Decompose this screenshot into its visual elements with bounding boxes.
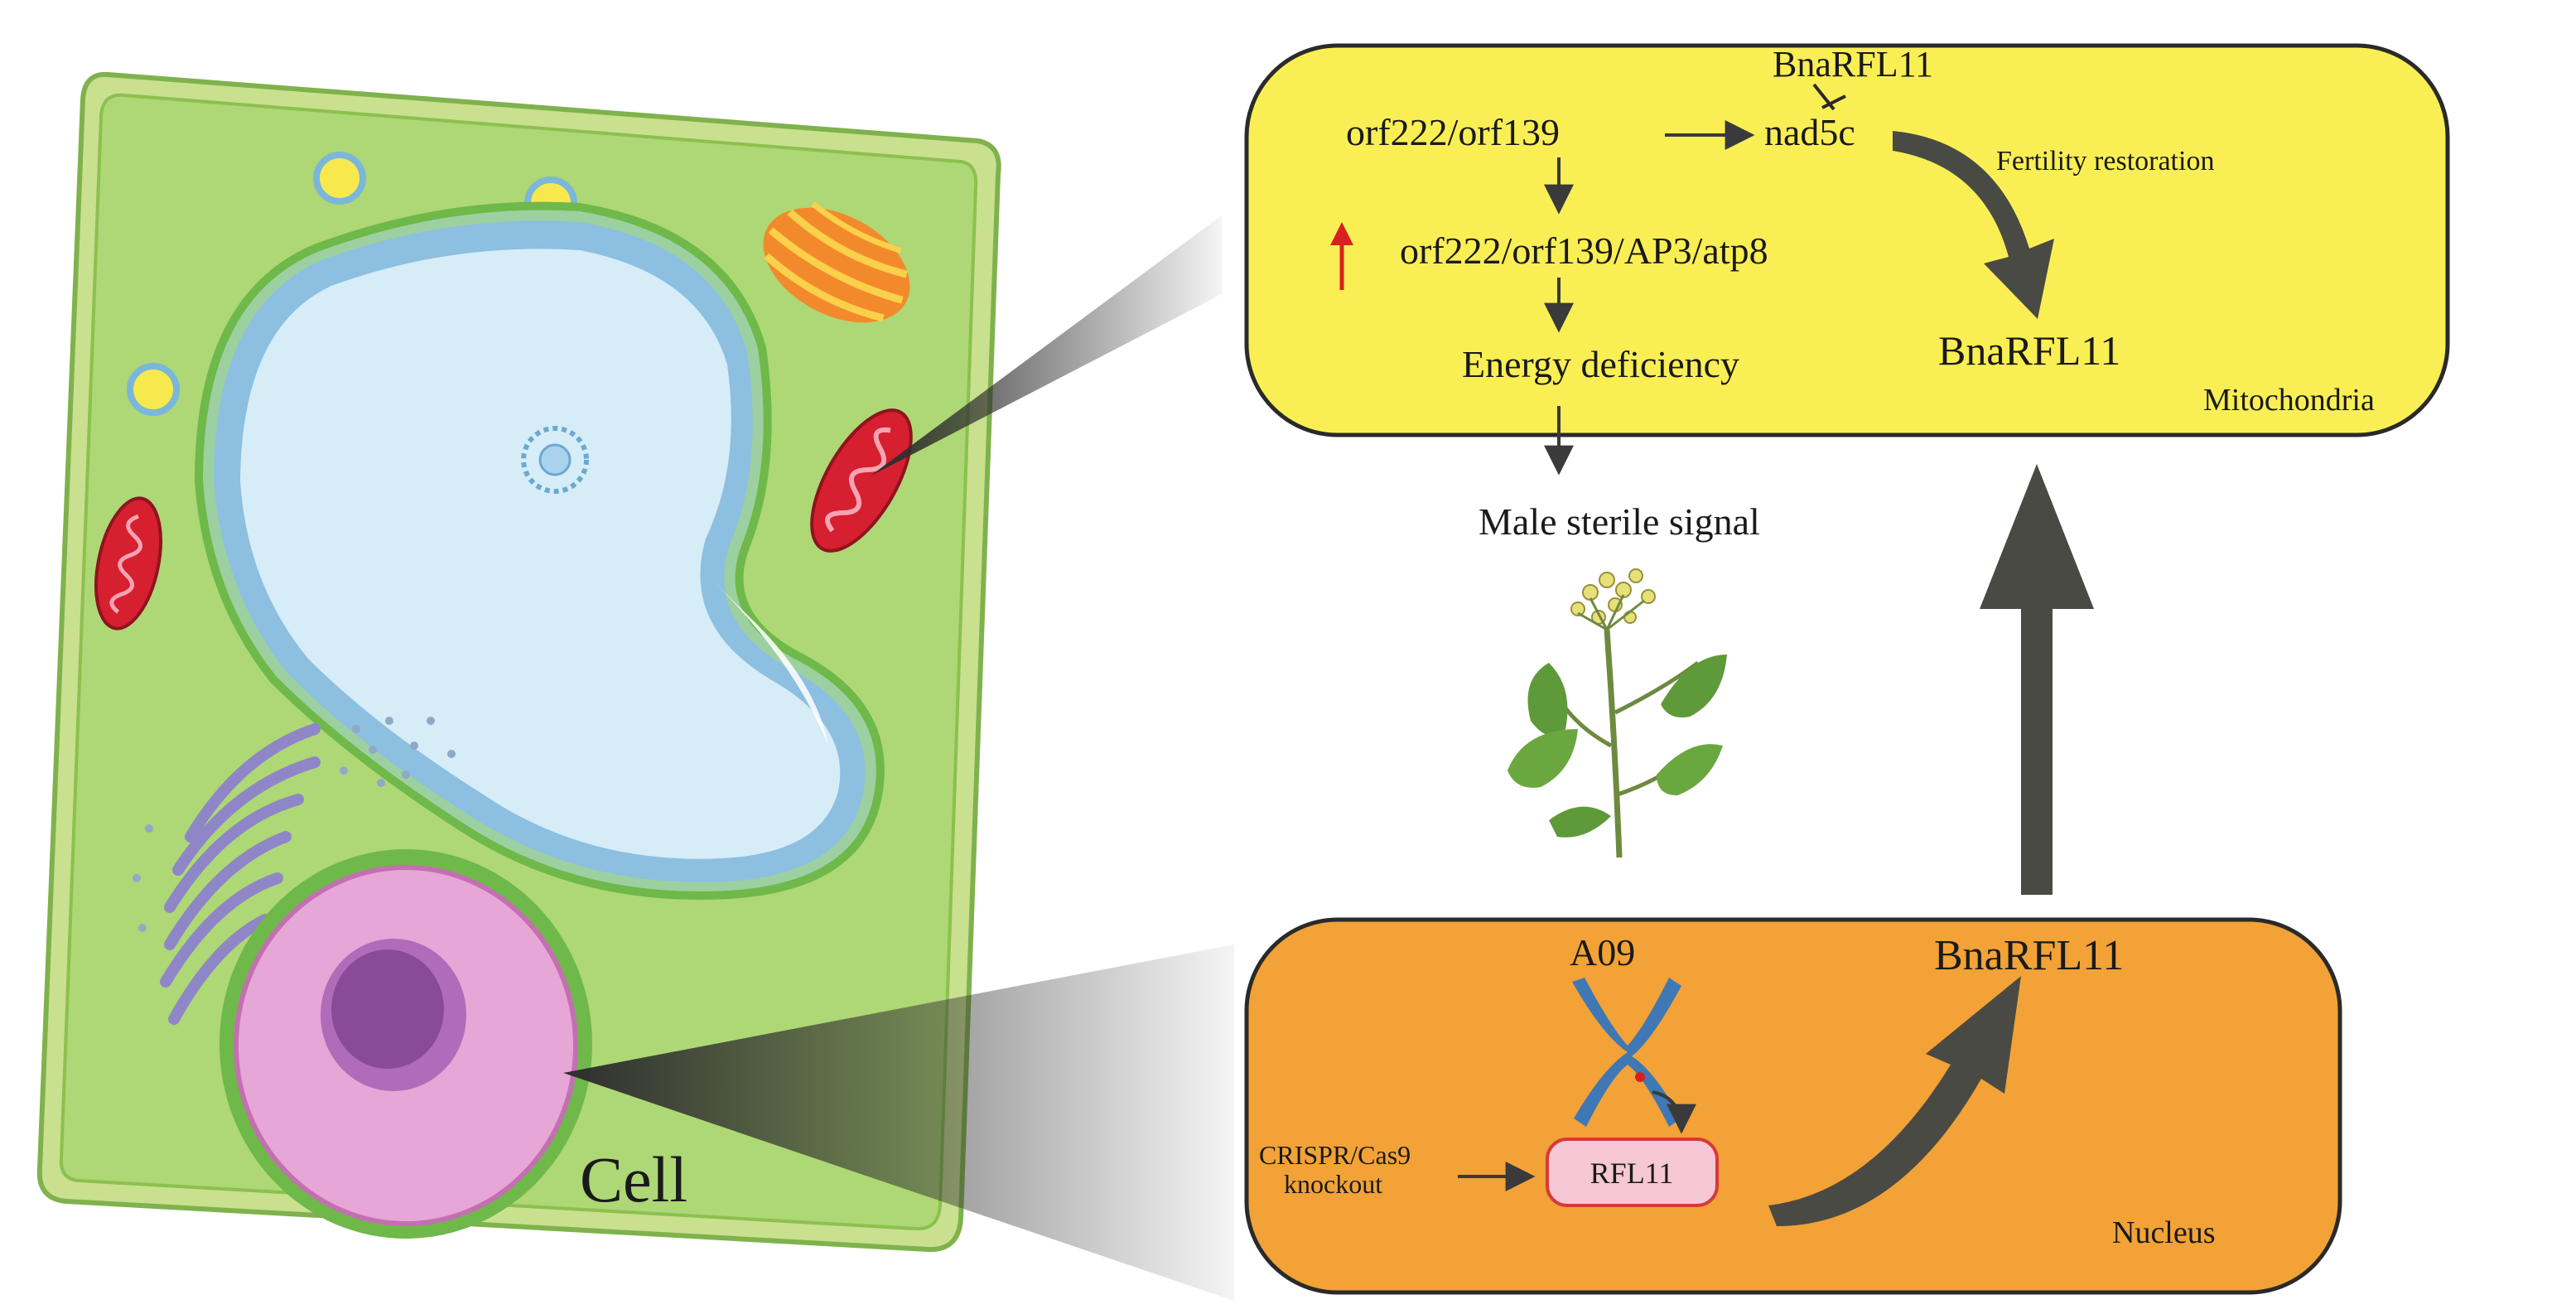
nucleus-zoom-beam (563, 944, 1234, 1301)
inhibition-mark (1812, 83, 1846, 111)
chloroplast (763, 201, 910, 323)
mitochondria-label: Mitochondria (2203, 383, 2375, 418)
fertility-restoration-arrow (1893, 131, 2054, 319)
orf-label: orf222/orf139 (1346, 111, 1560, 153)
vesicle (127, 363, 180, 416)
fertility-label: Fertility restoration (1996, 146, 2214, 176)
ribosome-dots (133, 717, 456, 932)
cotranscript-label: orf222/orf139/AP3/atp8 (1400, 229, 1768, 272)
vesicle (313, 152, 366, 205)
golgi-apparatus (160, 723, 321, 1025)
bnarfl11-protein-label: BnaRFL11 (1938, 327, 2120, 374)
energy-label: Energy deficiency (1462, 343, 1739, 385)
rfl11-gene-box (1546, 1138, 1719, 1207)
vacuole-crystal-core (538, 443, 572, 476)
vacuole-lumen (240, 249, 841, 859)
mitochondrion (810, 408, 913, 553)
nucleus-panel (1244, 917, 2342, 1295)
expression-arrow (1768, 976, 2021, 1226)
upregulation-arrow-head (1330, 222, 1353, 245)
nucleus-to-mito-arrow (1980, 464, 2094, 895)
mito-zoom-beam (870, 215, 1222, 476)
rfl11-gene-label: RFL11 (1590, 1157, 1674, 1190)
mitochondrion (94, 496, 162, 630)
cell-label: Cell (580, 1143, 687, 1215)
bnarfl11-top-label: BnaRFL11 (1773, 44, 1933, 85)
knockout-label: knockout (1284, 1169, 1382, 1199)
nad5c-label: nad5c (1764, 111, 1855, 153)
nucleus-label: Nucleus (2112, 1215, 2216, 1250)
plant-cell: Cell (36, 71, 1001, 1253)
nucleus-output-label: BnaRFL11 (1934, 932, 2124, 979)
nucleolus (331, 949, 444, 1069)
male-sterile-label: Male sterile signal (1479, 500, 1760, 543)
chromosome-icon (1572, 978, 1681, 1127)
plant-illustration (1507, 568, 1727, 858)
mitochondria-panel (1244, 43, 2450, 437)
chromosome-label: A09 (1570, 931, 1635, 973)
vacuole-crystal (521, 426, 589, 494)
crispr-label: CRISPR/Cas9 (1259, 1140, 1411, 1170)
chromosome-to-gene-arrow (1652, 1090, 1696, 1134)
